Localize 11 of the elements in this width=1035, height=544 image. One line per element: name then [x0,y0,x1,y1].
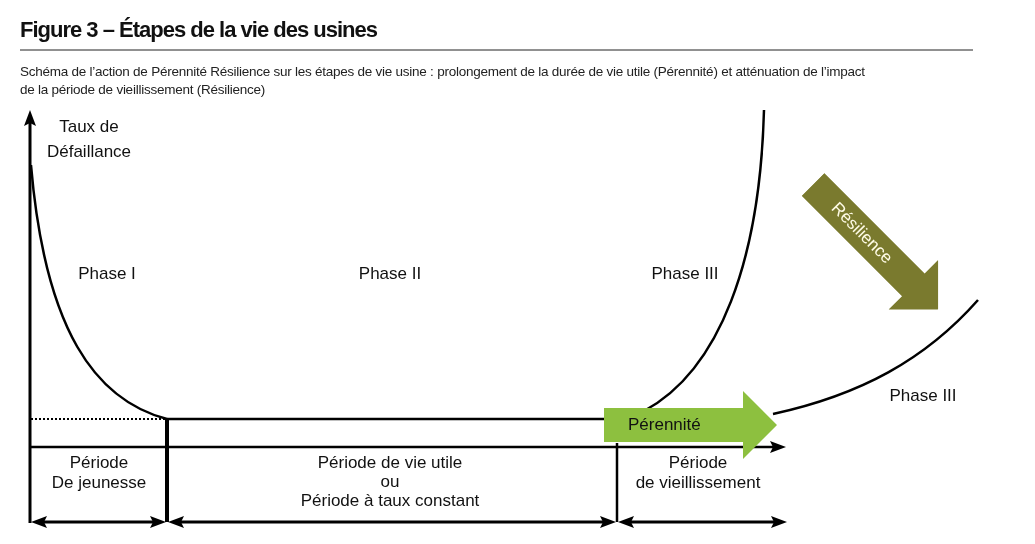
period-label: Période de vieillissement [635,453,761,493]
phase-label: Phase I [78,263,136,284]
phase-label: Phase III [651,263,719,284]
period-label: Période De jeunesse [51,453,147,493]
figure-title: Figure 3 – Étapes de la vie des usines [20,17,377,43]
phase-label: Phase III [889,385,957,406]
period-label: Période de vie utile ou Période à taux constant [300,453,480,510]
figure-caption: Schéma de l’action de Pérennité Résilience sur les étapes de vie usine : prolongement de la durée de vie utile (Pérennité) et atténuation de l’impact de la période de vieillissement (Résilience) [20,63,865,99]
arrow-label: Pérennité [628,414,701,436]
phase-label: Phase II [358,263,422,284]
axis-label: Taux de Défaillance [46,116,132,163]
